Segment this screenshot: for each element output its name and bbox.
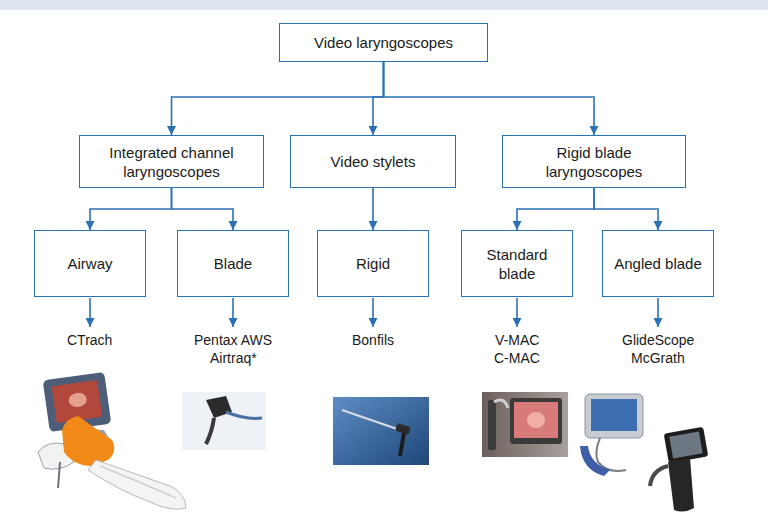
- glidescope-blade: [580, 446, 610, 476]
- vmac-screen: [514, 402, 558, 438]
- airtraq-channel: [100, 466, 176, 498]
- tree-connector: [594, 188, 658, 230]
- category-box: Integrated channel laryngoscopes: [79, 135, 264, 188]
- root-box: Video laryngoscopes: [279, 23, 488, 62]
- leader-arrow: [657, 298, 659, 327]
- subtype-box: Angled blade: [602, 230, 714, 297]
- leader-arrow: [232, 298, 234, 327]
- tree-connector: [90, 188, 172, 230]
- glidescope-screen: [591, 399, 637, 431]
- box-label: Rigid blade laryngoscopes: [509, 143, 679, 181]
- device-name: C-MAC: [494, 350, 540, 367]
- pentax-blade: [226, 412, 262, 418]
- box-label: Airway: [67, 254, 112, 273]
- device-name: GlideScope: [622, 332, 694, 349]
- tree-connector: [172, 188, 234, 230]
- subtype-box: Airway: [34, 230, 146, 297]
- top-bar: [0, 0, 768, 10]
- box-label: Rigid: [356, 254, 390, 273]
- tree-connector: [517, 188, 594, 230]
- airtraq-blade: [88, 460, 186, 509]
- device-name: McGrath: [631, 350, 685, 367]
- device-name: Airtraq*: [210, 350, 257, 367]
- box-label: Standard blade: [468, 245, 566, 283]
- tree-connector: [384, 62, 595, 135]
- box-label: Video stylets: [331, 152, 416, 171]
- vmac-photo: [482, 392, 568, 457]
- tree-connector: [373, 62, 384, 135]
- subtype-box: Standard blade: [461, 230, 573, 297]
- device-name: Bonfils: [352, 332, 394, 349]
- glidescope-cable: [596, 438, 626, 471]
- subtype-box: Rigid: [317, 230, 429, 297]
- box-label: Integrated channel laryngoscopes: [86, 143, 257, 181]
- box-label: Angled blade: [614, 254, 702, 273]
- bonfils-stylet: [342, 410, 400, 430]
- box-label: Blade: [214, 254, 252, 273]
- box-label: Video laryngoscopes: [314, 33, 453, 52]
- ctrach-tube: [58, 462, 60, 488]
- mcgrath-screen-housing: [664, 427, 709, 463]
- pentax-photo: [182, 392, 266, 450]
- tree-connector: [372, 188, 374, 230]
- device-name: Pentax AWS: [194, 332, 272, 349]
- device-name: V-MAC: [495, 332, 539, 349]
- bonfils-handle: [400, 433, 404, 456]
- mcgrath-handle: [668, 458, 694, 512]
- mcgrath-screen: [669, 432, 702, 459]
- vmac-handle: [488, 400, 496, 450]
- vmac-blade: [494, 400, 508, 408]
- device-name: CTrach: [67, 332, 112, 349]
- pentax-handle: [206, 418, 214, 444]
- leader-arrow: [516, 298, 518, 327]
- ctrach-screen-image: [68, 392, 88, 408]
- subtype-box: Blade: [177, 230, 289, 297]
- tree-connector: [172, 62, 384, 135]
- airtraq-body: [62, 416, 114, 466]
- category-box: Rigid blade laryngoscopes: [502, 135, 686, 188]
- category-box: Video stylets: [290, 135, 456, 188]
- glidescope-monitor: [585, 394, 643, 438]
- vmac-screen-image: [527, 412, 545, 428]
- leader-arrow: [89, 298, 91, 327]
- leader-arrow: [372, 298, 374, 327]
- pentax-monitor: [206, 396, 232, 418]
- vmac-monitor: [510, 398, 562, 444]
- bonfils-photo: [333, 397, 429, 465]
- mcgrath-blade: [650, 466, 668, 486]
